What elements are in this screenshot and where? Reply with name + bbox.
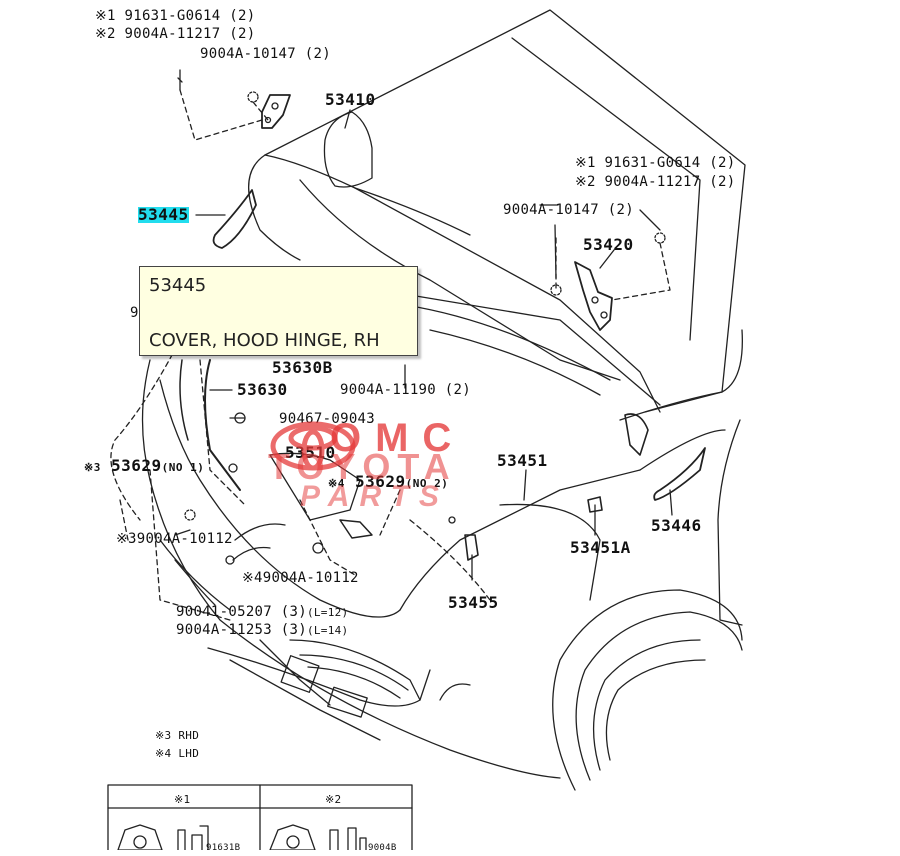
toyota-logo-icon xyxy=(270,421,356,471)
part-label-support-rod-b[interactable]: 53630B xyxy=(272,358,333,377)
part-label-release-53451a[interactable]: 53451A xyxy=(570,538,631,557)
part-label-bolt-05207[interactable]: 90041-05207 (3)(L=12) xyxy=(176,604,349,620)
detail-table-col2-tag: 9004B xyxy=(368,843,397,853)
hood-hinge-cover-rh xyxy=(212,189,257,249)
watermark-parts: PARTS xyxy=(300,480,449,513)
part-label-bolt-11190[interactable]: 9004A-11190 (2) xyxy=(340,382,471,398)
part-label-hood-hinge-cover-lh[interactable]: 53446 xyxy=(651,516,702,535)
part-label-release-cable[interactable]: 53455 xyxy=(448,593,499,612)
bolt-callout-top-right[interactable]: 9004A-10147 (2) xyxy=(503,202,634,218)
part-label-hood[interactable]: 53410 xyxy=(325,90,376,109)
part-label-seal-no2[interactable]: ※4 53629(NO 2) xyxy=(328,472,449,491)
hood-hinge-cover-lh xyxy=(653,447,706,501)
front-wheel xyxy=(552,589,743,791)
hood-insulator xyxy=(323,111,373,188)
note1-callout-top-left: ※1 91631-G0614 (2) xyxy=(95,8,256,24)
detail-table-col2-header: ※2 xyxy=(325,793,342,806)
hood-hinge-rh xyxy=(177,69,291,129)
hood-panel xyxy=(248,9,746,413)
note2-callout-top-right: ※2 9004A-11217 (2) xyxy=(575,174,736,190)
solid-leaders xyxy=(174,109,673,581)
legend-note4: ※4 LHD xyxy=(155,747,200,760)
note2-callout-top-left: ※2 9004A-11217 (2) xyxy=(95,26,256,42)
part-label-support-rod[interactable]: 53630 xyxy=(237,380,288,399)
tooltip-part-description: COVER, HOOD HINGE, RH xyxy=(149,330,380,351)
note1-callout-top-right: ※1 91631-G0614 (2) xyxy=(575,155,736,171)
part-label-bolt-10112-rhd[interactable]: ※39004A-10112 xyxy=(116,531,233,547)
detail-table-col1-tag: 91631B xyxy=(206,843,241,853)
fasteners xyxy=(184,412,649,565)
part-tooltip: 53445 COVER, HOOD HINGE, RH xyxy=(139,266,418,356)
bolt-callout-top-left[interactable]: 9004A-10147 (2) xyxy=(200,46,331,62)
detail-table xyxy=(107,784,413,850)
tooltip-part-number: 53445 xyxy=(149,275,207,296)
part-label-bolt-10112-lhd[interactable]: ※49004A-10112 xyxy=(242,570,359,586)
vehicle-front-body xyxy=(141,329,743,779)
legend-note3: ※3 RHD xyxy=(155,729,200,742)
part-label-hood-hinge-cover-rh-selected[interactable]: 53445 xyxy=(138,205,189,224)
part-label-bolt-11253[interactable]: 9004A-11253 (3)(L=14) xyxy=(176,622,349,638)
detail-table-col1-header: ※1 xyxy=(174,793,191,806)
part-label-hood-hinge-lh[interactable]: 53420 xyxy=(583,235,634,254)
leader-lines xyxy=(110,89,671,621)
part-label-seal-no1[interactable]: ※3 53629(NO 1) xyxy=(84,456,205,475)
part-label-release-53451[interactable]: 53451 xyxy=(497,451,548,470)
hood-support-rod xyxy=(179,359,241,491)
